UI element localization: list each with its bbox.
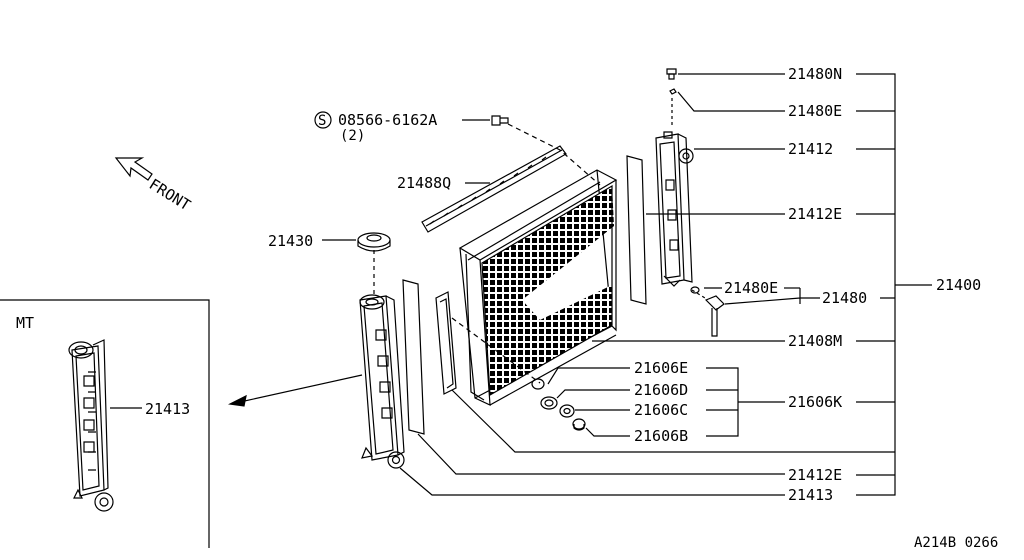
label-21480: 21480 <box>822 289 867 307</box>
leader-core-plate <box>451 389 895 453</box>
label-21412E-top: 21412E <box>788 205 842 223</box>
label-21480E-mid: 21480E <box>724 279 778 297</box>
leader-21480 <box>724 288 820 305</box>
right-tank-21412 <box>655 131 694 287</box>
screw-symbol: S <box>318 113 326 129</box>
leader-21413-bot <box>399 467 785 496</box>
leader-21480E-top <box>677 91 785 112</box>
core-side-plate <box>435 291 457 395</box>
label-21412E-bot: 21412E <box>788 466 842 484</box>
bracket-21606K <box>706 367 785 437</box>
label-21400: 21400 <box>936 276 981 294</box>
seal-strip-21488Q <box>421 145 567 233</box>
screw-dashed-line <box>507 123 601 186</box>
part-21606B <box>572 418 586 431</box>
part-21606E <box>531 378 545 390</box>
label-21606B: 21606B <box>634 427 688 445</box>
label-21606C: 21606C <box>634 401 688 419</box>
inset-arrow-head <box>228 394 247 407</box>
front-label: FRONT <box>146 175 194 214</box>
washer-21480E-top <box>669 88 677 95</box>
left-tank-21413 <box>359 294 405 469</box>
leader-21412E-bot <box>417 433 785 475</box>
label-21606K: 21606K <box>788 393 842 411</box>
inset-label: MT <box>16 314 34 332</box>
bracket-21400 <box>856 73 932 496</box>
reference-code: A214B 0266 <box>914 535 998 551</box>
label-21430: 21430 <box>268 232 313 250</box>
plug-21480N <box>666 68 677 80</box>
drain-cock-21480 <box>704 295 725 337</box>
mt-radiator-tank <box>68 339 114 512</box>
label-21488Q: 21488Q <box>397 174 451 192</box>
screw-symbol-circle <box>314 111 332 129</box>
radiator-core-21408M <box>458 169 618 406</box>
washer-21480E-mid <box>690 286 700 294</box>
label-08566-6162A: 08566-6162A <box>338 111 437 129</box>
leader-21606E <box>547 367 630 385</box>
leader-21606B <box>585 427 630 437</box>
label-screw-qty: (2) <box>340 128 365 144</box>
leader-21606D <box>556 389 630 399</box>
part-21606D <box>540 396 558 410</box>
label-21413-mt: 21413 <box>145 400 190 418</box>
front-arrow-icon <box>114 157 153 181</box>
label-21413-bot: 21413 <box>788 486 833 504</box>
drain-cock-dashed-line <box>691 289 706 299</box>
label-21412: 21412 <box>788 140 833 158</box>
label-21480E-top: 21480E <box>788 102 842 120</box>
inset-arrow-line <box>239 374 363 403</box>
radiator-cap-21430 <box>357 232 391 252</box>
label-21606D: 21606D <box>634 381 688 399</box>
screw-part <box>491 115 509 126</box>
label-21408M: 21408M <box>788 332 842 350</box>
drain-dashed-line <box>451 317 541 384</box>
inset-frame <box>0 299 210 548</box>
left-seal-21412E <box>402 279 425 435</box>
label-21606E: 21606E <box>634 359 688 377</box>
part-21606C <box>559 404 575 418</box>
right-seal-21412E <box>626 155 647 305</box>
label-21480N: 21480N <box>788 65 842 83</box>
